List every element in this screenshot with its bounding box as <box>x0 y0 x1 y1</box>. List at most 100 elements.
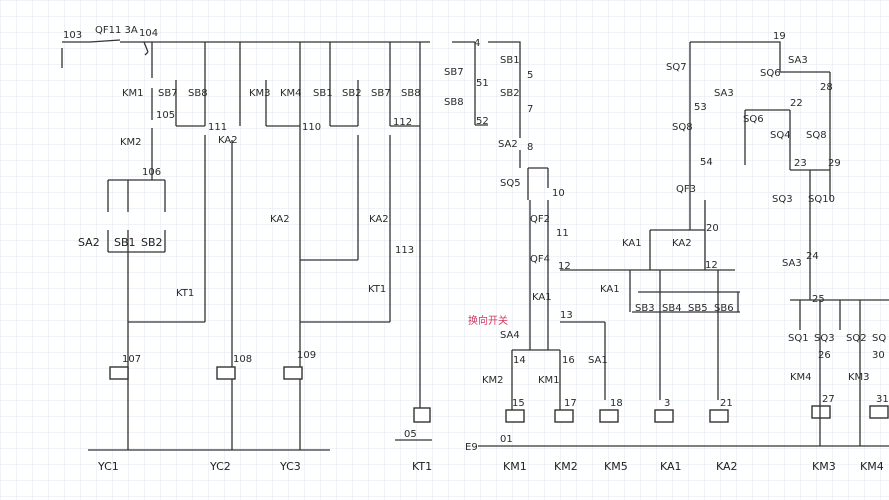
coil-label-km4: KM4 <box>860 460 884 473</box>
ka1-contact-right: KA1 <box>532 292 552 303</box>
km3-contact: KM3 <box>249 88 271 99</box>
node-05: 05 <box>404 429 417 440</box>
km4-contact-right: KM4 <box>790 372 812 383</box>
node-28: 28 <box>820 82 833 93</box>
coil-label-km5: KM5 <box>604 460 628 473</box>
sb5-button: SB5 <box>688 303 708 314</box>
sq-switch-edge: SQ <box>872 333 886 344</box>
km3-coil-symbol <box>811 405 831 419</box>
node-106: 106 <box>142 167 161 178</box>
km4-contact: KM4 <box>280 88 302 99</box>
sb7-contact-b: SB7 <box>371 88 391 99</box>
coil-label-yc3: YC3 <box>279 460 301 473</box>
node-113: 113 <box>395 245 414 256</box>
sb11-button: SB1 <box>500 55 520 66</box>
node-15: 15 <box>512 398 525 409</box>
sq5-switch: SQ5 <box>500 178 521 189</box>
node-13: 13 <box>560 310 573 321</box>
km1-contact-right: KM1 <box>538 375 560 386</box>
node-52: 52 <box>476 116 489 127</box>
coil-label-ka2: KA2 <box>716 460 738 473</box>
node-19: 19 <box>773 31 786 42</box>
sa2-switch: SA2 <box>78 236 100 249</box>
sq3-switch: SQ3 <box>772 194 793 205</box>
ka2-contact-top: KA2 <box>672 238 692 249</box>
node-109: 109 <box>297 350 316 361</box>
node-111: 111 <box>208 122 227 133</box>
node-110: 110 <box>302 122 321 133</box>
sq3-switch-bottom: SQ3 <box>814 333 835 344</box>
node-18: 18 <box>610 398 623 409</box>
qf4-breaker: QF4 <box>530 254 550 265</box>
node-24: 24 <box>806 251 819 262</box>
sa3-switch-mid: SA3 <box>714 88 734 99</box>
sb1-switch: SB1 <box>114 236 136 249</box>
sq8-switch: SQ8 <box>672 122 693 133</box>
ka2-contact-a: KA2 <box>218 135 238 146</box>
km1-coil-symbol <box>505 409 525 423</box>
coil-label-km2: KM2 <box>554 460 578 473</box>
sb7-contact-a: SB7 <box>158 88 178 99</box>
node-51: 51 <box>476 78 489 89</box>
node-3: 3 <box>664 398 670 409</box>
coil-label-yc2: YC2 <box>209 460 231 473</box>
yc3-coil-symbol <box>283 366 303 380</box>
coil-label-yc1: YC1 <box>97 460 119 473</box>
sa1-switch: SA1 <box>588 355 608 366</box>
node-16: 16 <box>562 355 575 366</box>
km5-coil-symbol <box>599 409 619 423</box>
node-112: 112 <box>393 117 412 128</box>
sb8-button: SB8 <box>444 97 464 108</box>
coil-label-ka1: KA1 <box>660 460 682 473</box>
sq6-switch-mid: SQ6 <box>743 114 764 125</box>
node-104: 104 <box>139 28 158 39</box>
node-108: 108 <box>233 354 252 365</box>
node-54: 54 <box>700 157 713 168</box>
node-27: 27 <box>822 394 835 405</box>
node-4: 4 <box>474 38 480 49</box>
node-7: 7 <box>527 104 533 115</box>
sb7-button: SB7 <box>444 67 464 78</box>
node-12-right: 12 <box>705 260 718 271</box>
node-26: 26 <box>818 350 831 361</box>
right-circuit: 4 SB7 SB8 SB1 SB2 51 52 5 7 8 SA2 SQ5 10… <box>444 31 889 473</box>
sa2-contact-right: SA2 <box>498 139 518 150</box>
node-14: 14 <box>513 355 526 366</box>
node-11: 11 <box>556 228 569 239</box>
e9-terminal: E9 <box>465 442 478 453</box>
node-103: 103 <box>63 30 82 41</box>
sa4-switch: SA4 <box>500 330 520 341</box>
sa3-switch-top: SA3 <box>788 55 808 66</box>
sb2-button-right: SB2 <box>500 88 520 99</box>
node-22: 22 <box>790 98 803 109</box>
ka1-contact-top: KA1 <box>622 238 642 249</box>
coil-label-km1: KM1 <box>503 460 527 473</box>
node-01: 01 <box>500 434 513 445</box>
sb2-contact-a: SB2 <box>342 88 362 99</box>
node-12: 12 <box>558 261 571 272</box>
sq4-switch: SQ4 <box>770 130 791 141</box>
sq6-switch-top: SQ6 <box>760 68 781 79</box>
km2-contact-right: KM2 <box>482 375 504 386</box>
sb1-contact-a: SB1 <box>313 88 333 99</box>
ka2-coil-symbol <box>709 409 729 423</box>
sb4-button: SB4 <box>662 303 682 314</box>
yc1-coil-symbol <box>109 366 129 380</box>
node-53: 53 <box>694 102 707 113</box>
sb6-button: SB6 <box>714 303 734 314</box>
coil-label-km3: KM3 <box>812 460 836 473</box>
yc2-coil-symbol <box>216 366 236 380</box>
sq7-switch: SQ7 <box>666 62 687 73</box>
node-30: 30 <box>872 350 885 361</box>
km1-contact: KM1 <box>122 88 144 99</box>
breaker-label: QF11 3A <box>95 25 138 36</box>
sq1-switch: SQ1 <box>788 333 809 344</box>
node-8: 8 <box>527 142 533 153</box>
node-29: 29 <box>828 158 841 169</box>
handwritten-note: 换向开关 <box>468 314 508 327</box>
node-31: 31 <box>876 394 889 405</box>
coil-label-kt1: KT1 <box>412 460 432 473</box>
